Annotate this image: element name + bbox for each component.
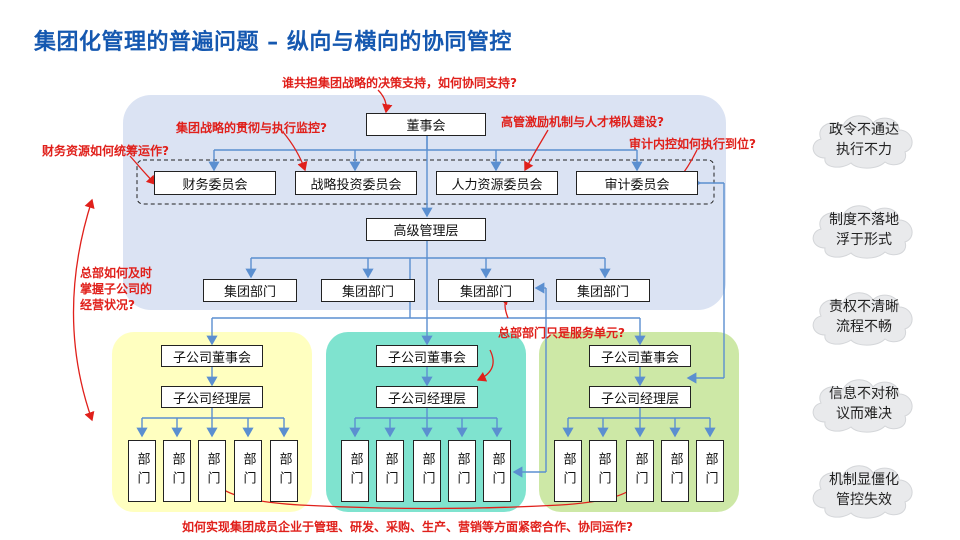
question-audit-control: 审计内控如何执行到位?: [629, 137, 756, 151]
group-dept-box: 集团部门: [438, 279, 534, 302]
problem-cloud: 制度不落地 浮于形式: [805, 198, 923, 262]
cloud-text: 政令不通达 执行不力: [829, 122, 899, 158]
cloud-icon: [812, 379, 913, 433]
page-title: 集团化管理的普遍问题 – 纵向与横向的协同管控: [34, 30, 512, 55]
dept-box: 部门: [270, 440, 298, 502]
sub-mgmt-box: 子公司经理层: [589, 386, 691, 408]
question-incentive-talent: 高管激励机制与人才梯队建设?: [501, 115, 664, 129]
problem-cloud: 机制显僵化 管控失效: [805, 458, 923, 522]
senior-mgmt-box: 高级管理层: [366, 218, 486, 241]
audit-committee-box: 审计委员会: [576, 171, 698, 195]
dept-box: 部门: [163, 440, 191, 502]
hr-committee-box: 人力资源委员会: [436, 171, 558, 195]
sub-mgmt-box: 子公司经理层: [376, 386, 478, 408]
dept-box: 部门: [483, 440, 511, 502]
problem-cloud: 信息不对称 议而难决: [805, 372, 923, 436]
dept-box: 部门: [376, 440, 404, 502]
question-service-unit: 总部部门只是服务单元?: [498, 326, 625, 340]
cloud-icon: [812, 115, 913, 169]
cloud-icon: [812, 292, 913, 346]
question-strategy-execution: 集团战略的贯彻与执行监控?: [176, 121, 327, 135]
dept-box: 部门: [661, 440, 689, 502]
question-finance-resources: 财务资源如何统筹运作?: [42, 144, 169, 158]
cloud-text: 责权不清晰 流程不畅: [829, 299, 899, 335]
dept-box: 部门: [341, 440, 369, 502]
strategy-committee-box: 战略投资委员会: [295, 171, 417, 195]
board-box: 董事会: [366, 113, 486, 136]
cloud-text: 制度不落地 浮于形式: [829, 212, 899, 248]
problem-cloud: 政令不通达 执行不力: [805, 108, 923, 172]
problem-cloud: 责权不清晰 流程不畅: [805, 285, 923, 349]
committee-frame: [136, 159, 715, 205]
dept-box: 部门: [696, 440, 724, 502]
dept-box: 部门: [626, 440, 654, 502]
cloud-text: 信息不对称 议而难决: [829, 386, 899, 422]
group-dept-box: 集团部门: [321, 279, 415, 302]
finance-committee-box: 财务委员会: [154, 171, 276, 195]
sub-mgmt-box: 子公司经理层: [161, 386, 263, 408]
group-dept-box: 集团部门: [556, 279, 650, 302]
question-hq-grasp: 总部如何及时 掌握子公司的 经营状况?: [80, 266, 153, 312]
sub-board-box: 子公司董事会: [161, 345, 263, 367]
dept-box: 部门: [128, 440, 156, 502]
cloud-icon: [812, 205, 913, 259]
dept-box: 部门: [198, 440, 226, 502]
dept-box: 部门: [554, 440, 582, 502]
group-dept-box: 集团部门: [203, 279, 297, 302]
question-collaboration: 如何实现集团成员企业于管理、研发、采购、生产、营销等方面紧密合作、协同运作?: [182, 520, 633, 534]
dept-box: 部门: [589, 440, 617, 502]
dept-box: 部门: [448, 440, 476, 502]
sub-board-box: 子公司董事会: [376, 345, 478, 367]
dept-box: 部门: [234, 440, 262, 502]
cloud-icon: [812, 465, 913, 519]
dept-box: 部门: [413, 440, 441, 502]
question-decision-support: 谁共担集团战略的决策支持，如何协同支持?: [282, 76, 517, 90]
cloud-text: 机制显僵化 管控失效: [829, 472, 899, 508]
sub-board-box: 子公司董事会: [589, 345, 691, 367]
